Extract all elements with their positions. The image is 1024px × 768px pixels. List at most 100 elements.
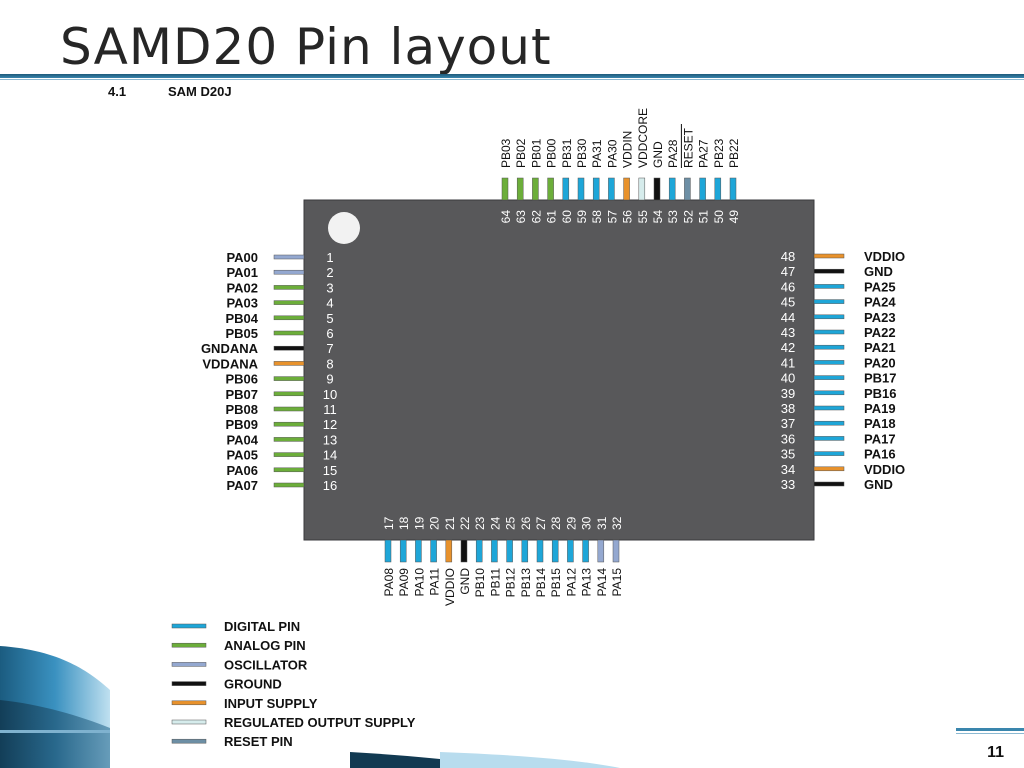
- pin-label-63: PB02: [514, 138, 528, 168]
- pin-label-55: VDDCORE: [636, 108, 650, 168]
- legend-swatch-regulated_output_supply: [171, 719, 207, 725]
- legend-swatch-oscillator: [171, 662, 207, 667]
- pin-number-54: 54: [651, 210, 665, 224]
- pin-label-18: PA09: [397, 568, 411, 597]
- pin-label-1: PA00: [226, 250, 258, 265]
- pin-number-41: 41: [781, 355, 795, 370]
- pin-number-30: 30: [580, 516, 594, 530]
- pin-label-60: PB31: [560, 138, 574, 168]
- legend-label-reset: RESET PIN: [224, 734, 293, 749]
- pin-label-58: PA31: [590, 139, 604, 168]
- legend-label-input_supply: INPUT SUPPLY: [224, 696, 318, 711]
- pin-lead-52: [684, 177, 691, 201]
- pin-number-19: 19: [412, 516, 426, 530]
- pin-lead-42: [813, 344, 845, 350]
- pin-lead-60: [562, 177, 570, 201]
- pin-lead-2: [273, 269, 305, 275]
- pin-label-23: PB10: [473, 568, 487, 598]
- pin-number-32: 32: [610, 516, 624, 530]
- pin-number-17: 17: [382, 516, 396, 530]
- pin-lead-59: [577, 177, 585, 201]
- pin-lead-40: [813, 375, 845, 380]
- pin-number-62: 62: [529, 210, 543, 224]
- pin-number-5: 5: [326, 311, 333, 326]
- pin-lead-33: [813, 481, 845, 487]
- pin-label-11: PB08: [225, 402, 258, 417]
- pin-lead-63: [516, 177, 524, 201]
- pin-number-25: 25: [504, 516, 518, 530]
- pin-label-30: PA13: [580, 568, 594, 597]
- pin-label-54: GND: [651, 141, 665, 168]
- pin-number-23: 23: [473, 516, 487, 530]
- pin-label-19: PA10: [412, 568, 426, 597]
- pin-lead-64: [501, 177, 509, 201]
- pin-lead-10: [273, 391, 305, 397]
- pin-number-15: 15: [323, 463, 337, 478]
- pin-number-1: 1: [326, 250, 333, 265]
- pin-number-12: 12: [323, 417, 337, 432]
- pin-label-4: PA03: [226, 296, 258, 311]
- pin-number-22: 22: [458, 516, 472, 530]
- pin-lead-30: [582, 539, 589, 563]
- pin-label-25: PB12: [504, 568, 518, 598]
- pin-label-37: PA18: [864, 416, 896, 431]
- pin-label-9: PB06: [225, 372, 258, 387]
- pin-number-35: 35: [781, 447, 795, 462]
- pin-number-2: 2: [326, 265, 333, 280]
- pin-lead-28: [551, 539, 559, 563]
- pin-number-43: 43: [781, 325, 795, 340]
- pin-lead-48: [813, 253, 845, 259]
- pin-number-36: 36: [781, 431, 795, 446]
- pin-number-42: 42: [781, 340, 795, 355]
- pin-number-9: 9: [326, 372, 333, 387]
- pin-number-52: 52: [681, 210, 695, 224]
- pin-label-22: GND: [458, 568, 472, 595]
- pin-label-15: PA06: [226, 463, 258, 478]
- section-number: 4.1: [108, 84, 127, 99]
- pin-number-49: 49: [727, 210, 741, 224]
- pin-lead-44: [813, 314, 845, 320]
- legend-swatch-input_supply: [171, 700, 207, 706]
- pin-number-7: 7: [326, 341, 333, 356]
- legend-label-oscillator: OSCILLATOR: [224, 657, 308, 672]
- pin-label-26: PB13: [519, 568, 533, 598]
- pin-label-12: PB09: [225, 417, 258, 432]
- pin-label-32: PA15: [610, 568, 624, 597]
- pin-number-50: 50: [712, 210, 726, 224]
- legend-swatch-digital: [171, 623, 207, 629]
- pin-lead-55: [638, 177, 646, 201]
- pin-label-39: PB16: [864, 386, 897, 401]
- pin-label-29: PA12: [564, 568, 578, 597]
- pin-lead-54: [653, 177, 661, 201]
- pin-number-46: 46: [781, 279, 795, 294]
- pin-number-21: 21: [443, 516, 457, 530]
- legend-swatch-reset: [171, 738, 207, 744]
- pin-lead-20: [430, 539, 437, 563]
- pin-number-13: 13: [323, 432, 337, 447]
- legend-label-digital: DIGITAL PIN: [224, 619, 300, 634]
- pin-number-11: 11: [323, 402, 337, 417]
- pin-label-45: PA24: [864, 295, 896, 310]
- pin-lead-51: [699, 177, 706, 201]
- pin-label-59: PB30: [575, 138, 589, 168]
- pin-number-53: 53: [666, 210, 680, 224]
- pin-lead-53: [668, 177, 676, 201]
- pin-label-34: VDDIO: [864, 462, 905, 477]
- pin-lead-18: [399, 539, 407, 563]
- pin-number-58: 58: [590, 210, 604, 224]
- pin-label-7: GNDANA: [201, 341, 259, 356]
- pin-number-18: 18: [397, 516, 411, 530]
- pin-number-24: 24: [488, 516, 502, 530]
- pin-lead-35: [813, 451, 845, 456]
- pin-label-6: PB05: [225, 326, 258, 341]
- pin-label-49: PB22: [727, 138, 741, 168]
- pin-label-40: PB17: [864, 371, 897, 386]
- pin-lead-3: [273, 285, 305, 290]
- pin-lead-46: [813, 284, 845, 289]
- pin-label-5: PB04: [225, 311, 258, 326]
- pin-lead-56: [623, 177, 630, 201]
- slide-title: SAMD20 Pin layout: [60, 18, 552, 76]
- pin-number-61: 61: [545, 210, 559, 224]
